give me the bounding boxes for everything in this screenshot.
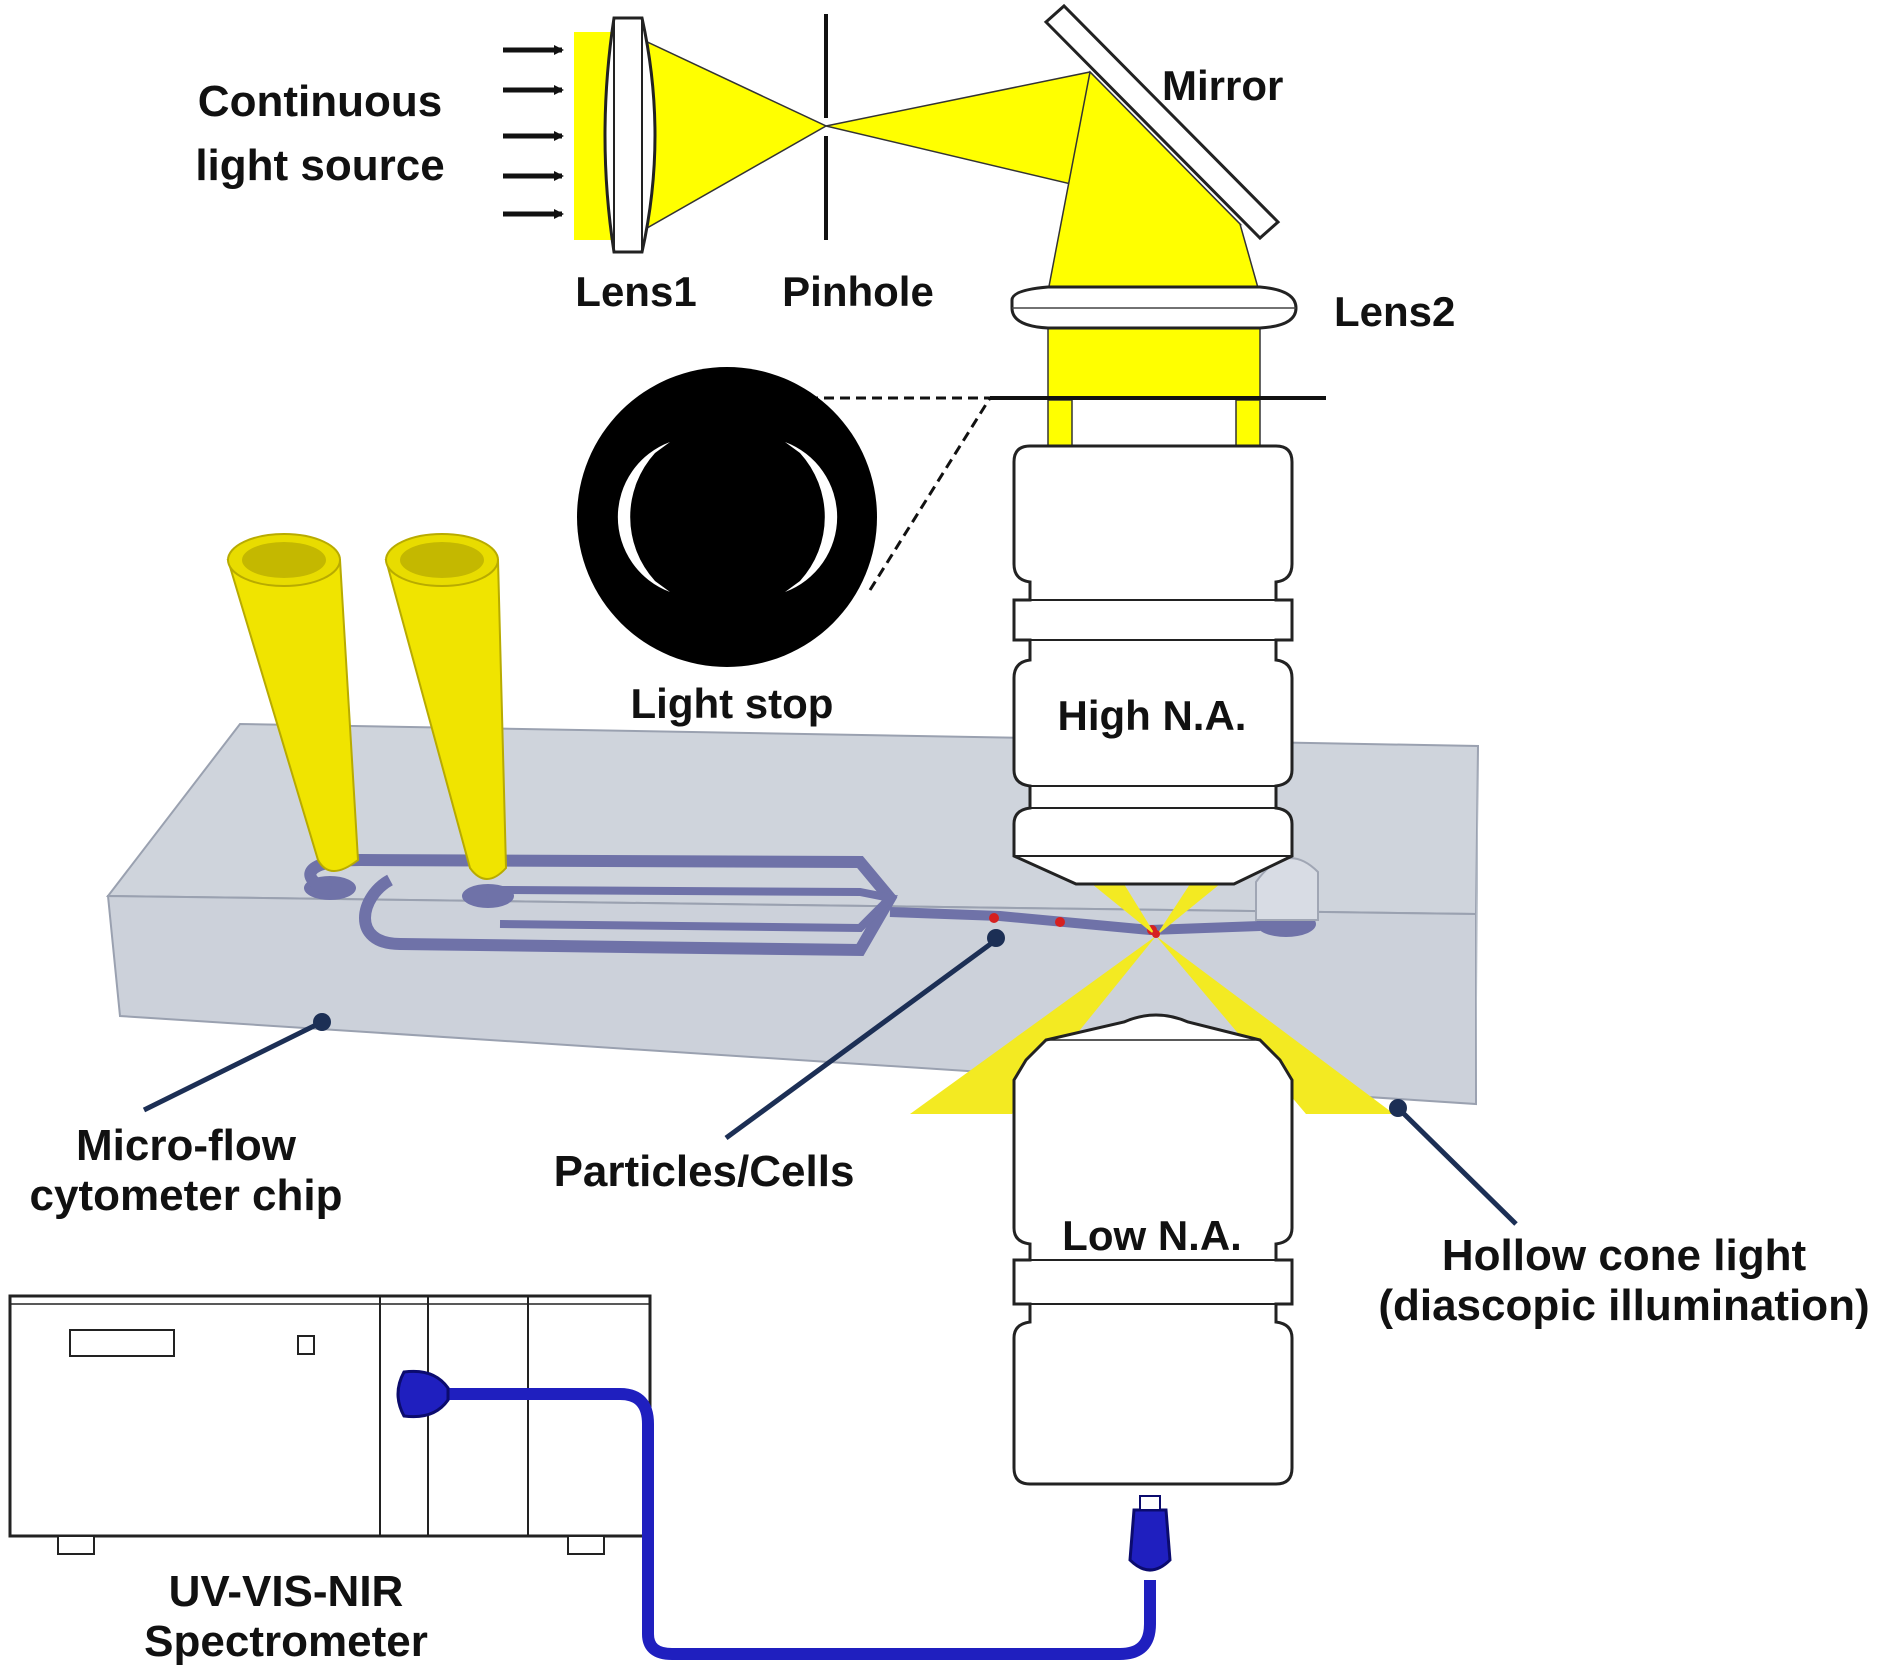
- mirror-label: Mirror: [1162, 62, 1283, 109]
- light-source-arrows: [503, 45, 564, 219]
- light-source-label-2: light source: [195, 141, 444, 190]
- light-stop-detail: [577, 367, 992, 667]
- spectrometer-label-2: Spectrometer: [144, 1617, 428, 1665]
- pipette-tip-right: [384, 559, 508, 880]
- cone-upper-right: [1156, 884, 1220, 936]
- focal-particle: [1152, 930, 1160, 938]
- text-labels: Continuous light source Lens1 Pinhole Mi…: [30, 62, 1870, 1665]
- high-na-label: High N.A.: [1058, 692, 1247, 739]
- cone-upper-left: [1092, 884, 1156, 936]
- annular-beam-right: [1235, 399, 1261, 449]
- cone-lower-right: [1156, 936, 1394, 1114]
- high-na-objective: [1012, 444, 1294, 886]
- cone-lower-left: [910, 936, 1156, 1114]
- spectrometer-switch: [297, 1335, 315, 1355]
- spectrometer-foot-right: [567, 1535, 605, 1555]
- main-channel: [889, 907, 1261, 936]
- hollow-cone-light: [910, 884, 1394, 1114]
- particle-2: [1055, 917, 1065, 927]
- light-stop-slit-right: [785, 442, 838, 592]
- leader-lines: [142, 929, 1518, 1226]
- particle-1: [989, 913, 999, 923]
- lens1-label: Lens1: [575, 268, 696, 315]
- hollow-cone-label-2: (diascopic illumination): [1378, 1281, 1869, 1330]
- chip-right-face: [1476, 746, 1478, 1104]
- particles-label: Particles/Cells: [554, 1147, 855, 1196]
- collimated-beam: [1048, 318, 1260, 398]
- light-stop-label: Light stop: [631, 680, 834, 727]
- leader-particles: [724, 937, 998, 1141]
- low-na-objective: [1012, 1013, 1294, 1486]
- lens2: [1010, 285, 1298, 330]
- pipette-tip-left: [226, 559, 360, 872]
- low-na-label: Low N.A.: [1062, 1212, 1242, 1259]
- spectrometer-display: [69, 1329, 175, 1357]
- spectrometer-label-1: UV-VIS-NIR: [169, 1567, 404, 1616]
- pipette-tips: [226, 533, 508, 880]
- annular-beam-left: [1047, 399, 1073, 449]
- spectrometer: [8, 1294, 652, 1555]
- lens2-label: Lens2: [1334, 288, 1455, 335]
- inner-channel: [485, 885, 899, 933]
- lens1: [603, 16, 657, 254]
- light-stop-disk: [577, 367, 877, 667]
- mirror: [1043, 3, 1281, 241]
- fiber-connector-spectrometer: [396, 1369, 450, 1419]
- spectrometer-foot-left: [57, 1535, 95, 1555]
- light-source-label-1: Continuous: [198, 77, 442, 126]
- fiber-connector-objective: [1128, 1508, 1172, 1572]
- leader-hollow-cone: [1396, 1106, 1518, 1226]
- light-stop-slit-left: [617, 442, 670, 592]
- leader-chip: [142, 1019, 324, 1113]
- chip-label-1: Micro-flow: [76, 1121, 297, 1170]
- hollow-cone-label-1: Hollow cone light: [1442, 1231, 1807, 1280]
- chip-label-2: cytometer chip: [30, 1171, 343, 1220]
- pinhole-label: Pinhole: [782, 268, 934, 315]
- fiber-path: [440, 1388, 1156, 1660]
- sheath-channel: [304, 853, 898, 957]
- fiber-cable: [396, 1369, 1172, 1660]
